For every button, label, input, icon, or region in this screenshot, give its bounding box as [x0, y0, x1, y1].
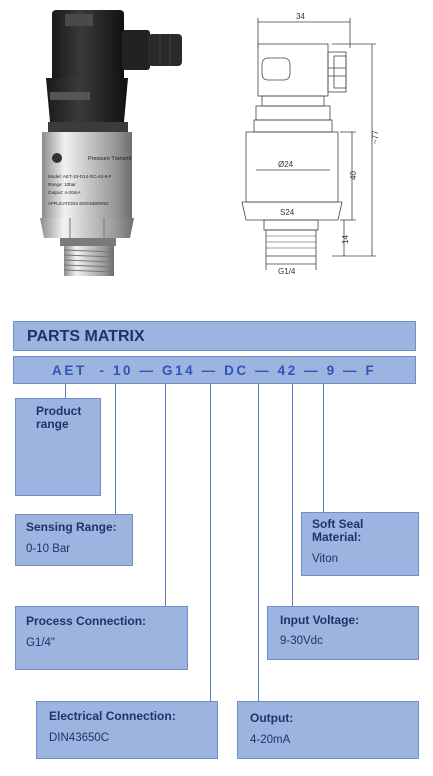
body-length-label: 40 [349, 171, 358, 180]
photo-label-2: Model: AET-10-G14-DC-42-9-F [48, 174, 112, 179]
input-voltage-value: 9-30Vdc [280, 635, 323, 647]
connector-line-output [258, 384, 259, 701]
thread-label: G1/4 [278, 267, 296, 276]
product-range-label: Product range [36, 404, 82, 431]
connector-line-voltage [292, 384, 293, 606]
output-box: Output: 4-20mA [237, 701, 419, 759]
dimension-drawing: 34 Ø24 S24 G1/4 ~77 40 14 [241, 12, 380, 276]
photo-label-5: APPLICATIONS ENGINEERING [48, 201, 109, 206]
part-code: AET - 10 — G14 — DC — 42 — 9 — F [52, 363, 377, 378]
dim-width-label: 34 [296, 12, 305, 21]
sensing-range-box: Sensing Range: 0-10 Bar [15, 514, 133, 566]
part-code-bar: AET - 10 — G14 — DC — 42 — 9 — F [13, 356, 416, 384]
sensing-range-label: Sensing Range: [26, 520, 117, 534]
soft-seal-box: Soft Seal Material: Viton [301, 512, 419, 576]
soft-seal-label: Soft Seal Material: [312, 517, 364, 544]
electrical-connection-label: Electrical Connection: [49, 709, 176, 723]
connector-line-product [65, 384, 66, 398]
sensing-range-value: 0-10 Bar [26, 543, 71, 555]
hex-label: S24 [280, 208, 295, 217]
process-connection-value: G1/4" [26, 637, 56, 649]
soft-seal-value: Viton [312, 553, 339, 565]
photo-label-4: Output: 4-20mA [48, 190, 81, 195]
input-voltage-box: Input Voltage: 9-30Vdc [267, 606, 419, 660]
output-value: 4-20mA [250, 734, 291, 746]
electrical-connection-box: Electrical Connection: DIN43650C [36, 701, 218, 759]
photo-label-3: Range: 10bar [48, 182, 76, 187]
thread-length-label: 14 [341, 235, 350, 244]
electrical-connection-value: DIN43650C [49, 732, 110, 744]
input-voltage-label: Input Voltage: [280, 613, 360, 627]
diameter-label: Ø24 [278, 160, 294, 169]
connector-line-seal [323, 384, 324, 512]
connector-line-sensing [115, 384, 116, 514]
connector-line-process [165, 384, 166, 607]
product-range-box: Product range [15, 398, 101, 496]
process-connection-label: Process Connection: [26, 614, 147, 628]
product-photo: Pressure Transmi Model: AET-10-G14-DC-42… [40, 10, 182, 276]
connector-line-electrical [210, 384, 211, 701]
photo-label-1: Pressure Transmi [88, 156, 131, 162]
output-label: Output: [250, 711, 294, 725]
parts-matrix-title: PARTS MATRIX [27, 328, 145, 345]
process-connection-box: Process Connection: G1/4" [15, 606, 188, 670]
parts-matrix-header: PARTS MATRIX [13, 321, 416, 351]
overall-length-label: ~77 [371, 130, 380, 144]
